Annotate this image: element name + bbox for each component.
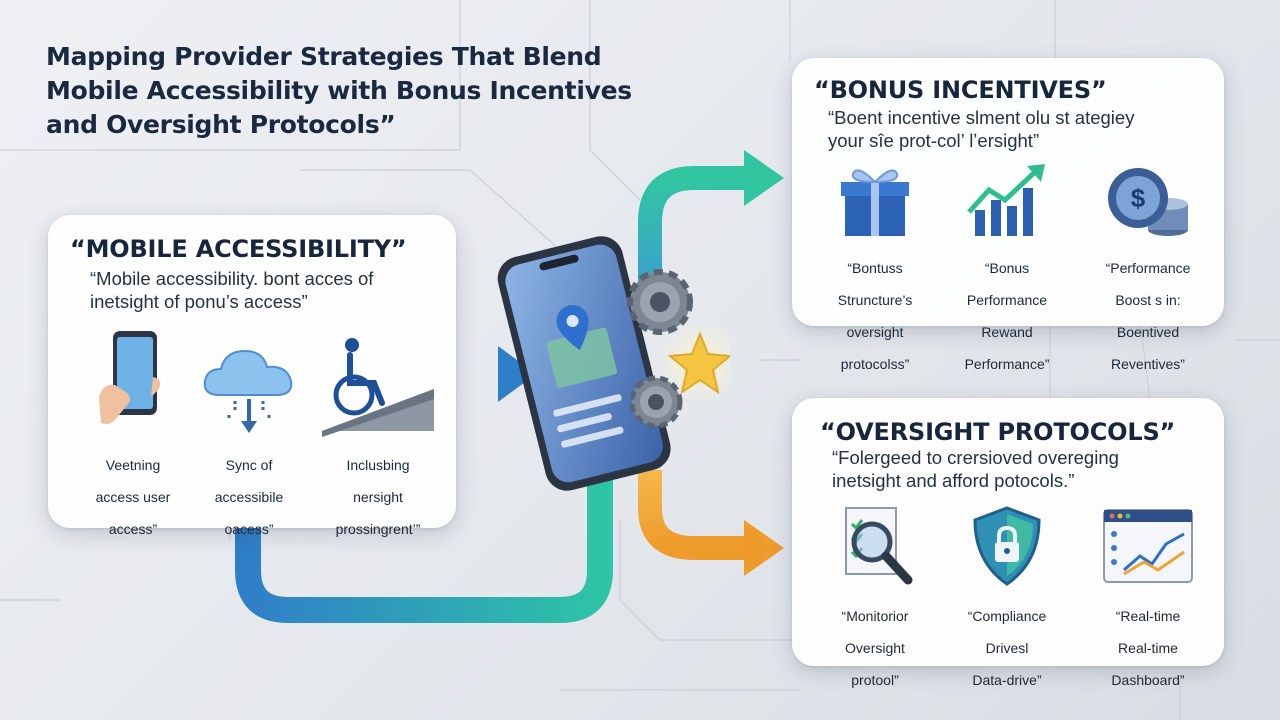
bonus-item-performance: “Bonus Performance Rewand Performance” (942, 160, 1072, 372)
magnifier-checklist-icon (845, 507, 913, 585)
mobile-item-1-line-1: Veetning (105, 457, 161, 473)
oversight-item-2-line-1: “Compliance (967, 608, 1047, 624)
oversight-item-2-line-2: Drivesl (985, 640, 1029, 656)
mobile-item-3-line-3: prossingrent’” (335, 521, 421, 537)
mobile-item-2-line-2: accessibile (214, 489, 284, 505)
mobile-item-3-line-1: Inclusbing (346, 457, 410, 473)
bonus-item-boost: $ “Performance Boost s in: Boentived Rev… (1078, 160, 1218, 372)
bonus-item-3-line-1: “Performance (1105, 260, 1191, 276)
page-title: Mapping Provider Strategies That Blend M… (46, 40, 726, 142)
mobile-item-2-line-3: oacess” (224, 521, 274, 537)
oversight-item-1-line-3: protool” (851, 672, 899, 688)
oversight-desc-line-2: inetsight and afford potocols.” (832, 470, 1075, 491)
wheelchair-ramp-icon (322, 338, 434, 437)
gear-icon (629, 375, 683, 429)
oversight-desc-line-1: “Folergeed to crersioved overeging (832, 447, 1119, 468)
central-smartphone-illustration (497, 236, 730, 491)
bonus-desc-line-1: “Boent incentive slment olu st ategiey (828, 107, 1135, 128)
mobile-accessibility-card: “MOBILE ACCESSIBILITY” “Mobile accessibi… (48, 215, 456, 537)
bonus-item-2-line-2: Performance (966, 292, 1048, 308)
coin-stack-icon: $ (1108, 168, 1188, 236)
bonus-item-2-line-4: Performance” (964, 356, 1050, 372)
oversight-protocols-card: “OVERSIGHT PROTOCOLS” “Folergeed to crer… (792, 398, 1224, 688)
gear-icon (627, 269, 693, 335)
bonus-incentives-card: “BONUS INCENTIVES” “Boent incentive slme… (792, 58, 1224, 372)
oversight-item-3-line-1: “Real-time (1115, 608, 1181, 624)
star-icon (667, 331, 730, 395)
mobile-item-1-line-2: access user (95, 489, 171, 505)
gift-box-icon (841, 169, 909, 236)
bonus-item-3-line-2: Boost s in: (1115, 292, 1181, 308)
mobile-item-2-line-1: Sync of (225, 457, 273, 473)
cloud-sync-icon (203, 349, 293, 433)
oversight-card-description: “Folergeed to crersioved overeging inets… (832, 446, 1222, 492)
oversight-card-title: “OVERSIGHT PROTOCOLS” (820, 418, 1176, 446)
dashboard-icon (1103, 509, 1193, 583)
title-line-3: and Oversight Protocols” (46, 110, 396, 139)
mobile-item-inclusbing: Inclusbing nersight prossingrent’” (308, 333, 448, 537)
bonus-item-3-line-3: Boentived (1116, 324, 1180, 340)
mobile-item-veetning: Veetning access user access” (68, 327, 198, 537)
mobile-card-title: “MOBILE ACCESSIBILITY” (70, 235, 407, 263)
title-line-2: Mobile Accessibility with Bonus Incentiv… (46, 76, 632, 105)
bonus-item-2-line-1: “Bonus (984, 260, 1030, 276)
oversight-item-3-line-3: Dashboard” (1111, 672, 1185, 688)
oversight-item-3-line-2: Real-time (1118, 640, 1178, 656)
bonus-item-1-line-1: “Bontuss (847, 260, 903, 276)
title-line-1: Mapping Provider Strategies That Blend (46, 42, 602, 71)
oversight-item-1-line-2: Oversight (845, 640, 905, 656)
mobile-desc-line-1: “Mobile accessibility. bont acces of (90, 268, 374, 289)
oversight-item-monitor: “Monitorior Oversight protool” (810, 504, 940, 688)
bonus-item-1-line-3: oversight (846, 324, 904, 340)
mobile-item-1-line-3: access” (108, 521, 158, 537)
bonus-card-description: “Boent incentive slment olu st ategiey y… (828, 106, 1218, 152)
oversight-item-2-line-3: Data-drive” (972, 672, 1042, 688)
bonus-item-3-line-4: Reventives” (1111, 356, 1185, 372)
smartphone-hand-icon (99, 331, 161, 424)
oversight-item-dashboard: “Real-time Real-time Dashboard” (1078, 504, 1218, 688)
bonus-item-1-line-4: protocolss” (840, 356, 910, 372)
mobile-card-description: “Mobile accessibility. bont acces of ine… (90, 267, 450, 313)
bonus-item-2-line-3: Rewand (981, 324, 1033, 340)
growth-chart-icon (967, 164, 1045, 236)
oversight-item-1-line-1: “Monitorior (841, 608, 909, 624)
svg-text:$: $ (1131, 183, 1146, 213)
oversight-item-compliance: “Compliance Drivesl Data-drive” (942, 504, 1072, 688)
bonus-desc-line-2: your sîe prot-col’ lʼersight” (828, 130, 1040, 151)
bonus-item-structure: “Bontuss Struncture’s oversight protocol… (810, 160, 940, 372)
mobile-item-3-line-2: nersight (353, 489, 403, 505)
bonus-card-title: “BONUS INCENTIVES” (814, 76, 1107, 104)
shield-lock-icon (973, 506, 1041, 586)
mobile-item-sync: Sync of accessibile oacess” (193, 337, 305, 537)
mobile-desc-line-2: inetsight of ponu’s access” (90, 291, 308, 312)
bonus-item-1-line-2: Struncture’s (837, 292, 913, 308)
